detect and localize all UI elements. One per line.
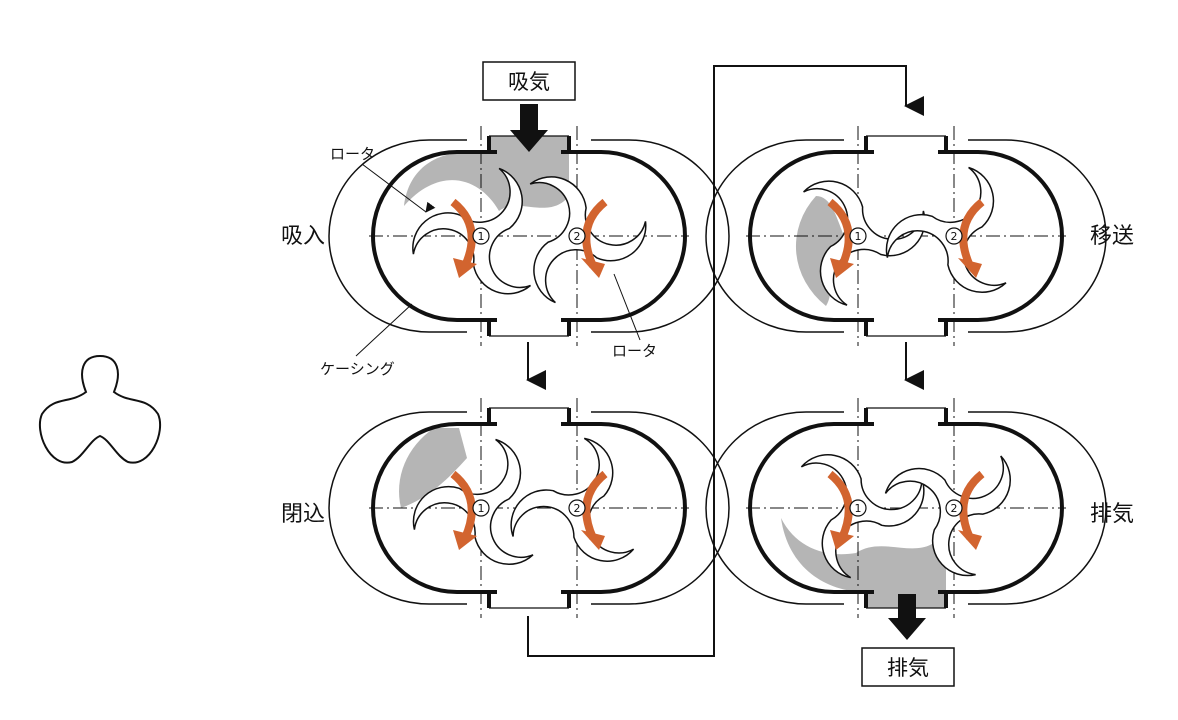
- rotation-arrowhead: [830, 258, 854, 278]
- rotor-number-badge: [849, 227, 867, 245]
- gas-pocket-shade: [404, 136, 569, 211]
- rotation-arrow: [450, 470, 476, 540]
- rotor-2: [885, 166, 1007, 293]
- rotation-arrow: [582, 470, 608, 540]
- rotor-callout-line-top: [361, 163, 436, 213]
- stage-label-suction: 吸入: [281, 224, 325, 249]
- rotation-arrow: [450, 198, 476, 268]
- rotor-1: [800, 454, 925, 579]
- casing-callout-line: [355, 303, 413, 357]
- flow-line-closing-to-transfer: [527, 65, 924, 657]
- rotor-callout-label-top: ロータ: [330, 145, 375, 163]
- rotor-number-badge: [945, 227, 963, 245]
- rotor-number-badge: [568, 227, 586, 245]
- rotation-arrowhead: [830, 530, 854, 550]
- stage-label-exhaust: 排気: [1090, 502, 1134, 527]
- rotation-arrowhead: [453, 530, 477, 550]
- rotor-number: 1: [855, 230, 862, 243]
- rotor-shape-icon: [38, 354, 162, 464]
- casing-outer: [328, 411, 730, 605]
- rotor-number: 1: [478, 230, 485, 243]
- rotor-1: [803, 180, 926, 306]
- gas-pocket-shade: [399, 428, 467, 508]
- casing-callout-label: ケーシング: [320, 360, 395, 378]
- gas-pocket-shade: [781, 518, 946, 608]
- stage-label-closing: 閉込: [281, 502, 325, 527]
- casing-outer: [705, 411, 1107, 605]
- rotor-2: [510, 437, 635, 562]
- intake-label: 吸気: [508, 70, 550, 94]
- rotor-number: 2: [574, 230, 581, 243]
- casing-outer: [705, 139, 1107, 333]
- exhaust-label: 排気: [887, 656, 929, 680]
- rotor-number: 2: [951, 502, 958, 515]
- stage-label-transfer: 移送: [1090, 224, 1134, 249]
- rotor-number: 2: [951, 230, 958, 243]
- rotor-number: 2: [574, 502, 581, 515]
- rotation-arrow: [827, 470, 853, 540]
- rotor-number-badge: [472, 227, 490, 245]
- rotation-arrow: [959, 198, 985, 268]
- rotation-arrow: [582, 198, 608, 268]
- rotation-arrowhead: [958, 530, 982, 550]
- exhaust-box: [861, 647, 955, 687]
- rotation-arrowhead: [958, 258, 982, 278]
- rotor-number-badge: [849, 499, 867, 517]
- rotor-2: [884, 455, 1011, 577]
- intake-box: [482, 61, 576, 101]
- rotor-number: 1: [855, 502, 862, 515]
- rotation-arrow: [959, 470, 985, 540]
- exhaust-flow-arrow: [888, 594, 926, 640]
- rotor-callout-line-bottom: [613, 273, 641, 341]
- rotor-number-badge: [472, 499, 490, 517]
- casing-outer: [328, 139, 730, 333]
- rotor-callout-label-bottom: ロータ: [612, 342, 657, 360]
- rotation-arrowhead: [453, 258, 477, 278]
- intake-flow-arrow: [510, 104, 548, 152]
- rotation-arrow: [827, 198, 853, 268]
- rotor-number-badge: [945, 499, 963, 517]
- rotation-arrowhead: [581, 258, 605, 278]
- rotor-number-badge: [568, 499, 586, 517]
- rotation-arrowhead: [581, 530, 605, 550]
- gas-pocket-shade: [795, 196, 844, 306]
- rotor-number: 1: [478, 502, 485, 515]
